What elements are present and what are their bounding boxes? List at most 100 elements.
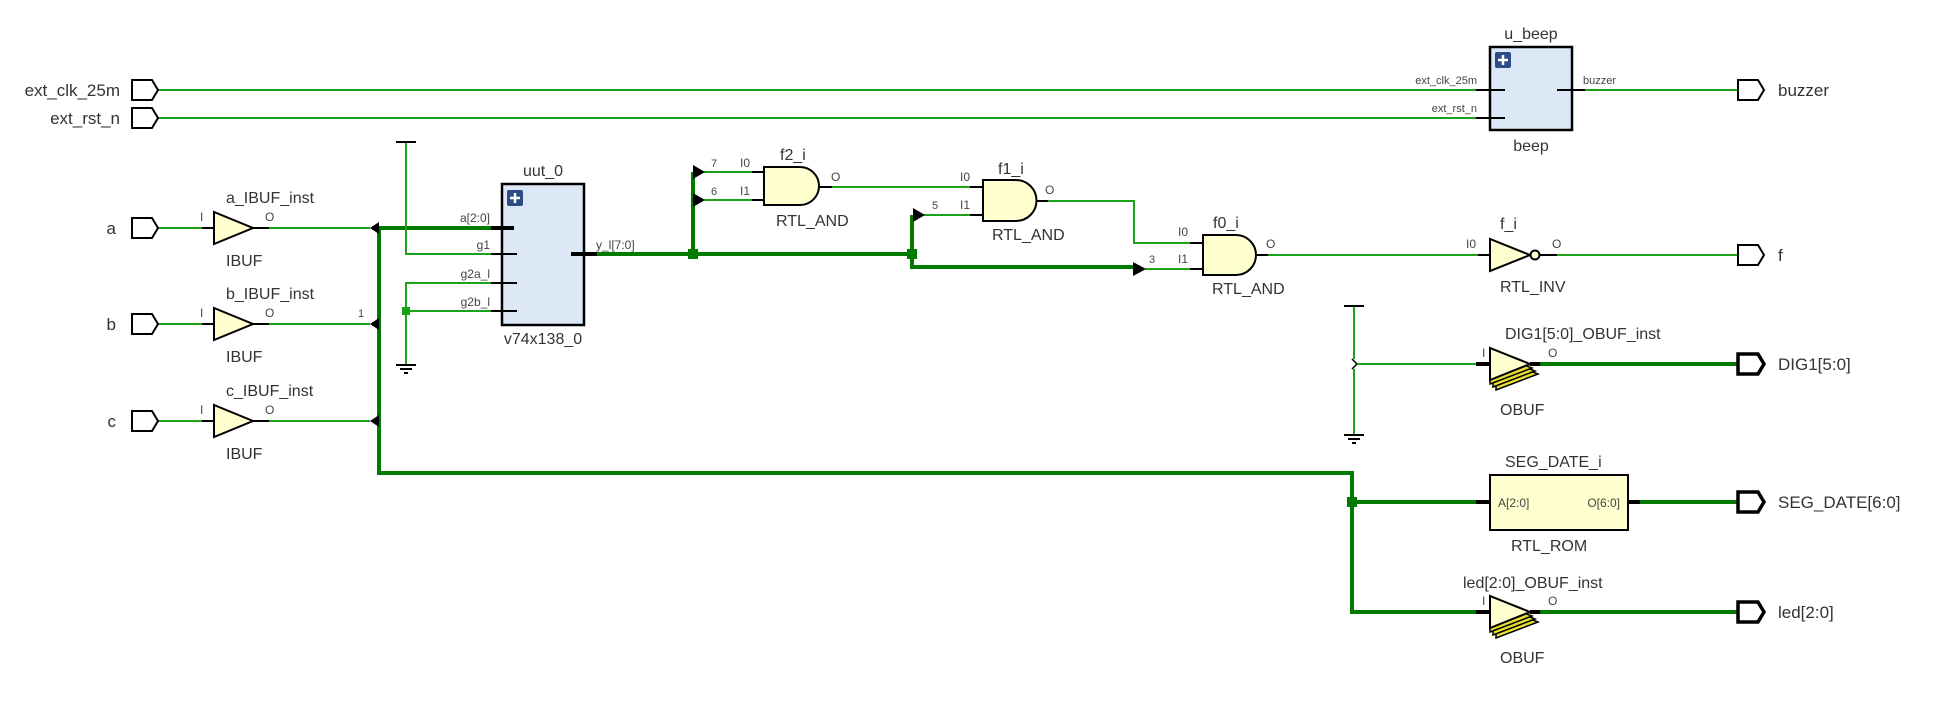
inverter-f-i[interactable]: f_i I0 O RTL_INV xyxy=(1466,216,1566,296)
input-port-icon xyxy=(131,313,160,335)
pin-label: a[2:0] xyxy=(460,211,490,225)
output-port-dig1[interactable]: DIG1[5:0] xyxy=(1736,352,1851,376)
output-port-f[interactable]: f xyxy=(1737,244,1783,266)
net-junction xyxy=(402,307,410,315)
bus-tap-index: 1 xyxy=(358,308,364,320)
bus-tap-index: 6 xyxy=(711,186,717,198)
cell-type: v74x138_0 xyxy=(504,331,582,348)
pin-label: O xyxy=(265,403,274,417)
port-label: DIG1[5:0] xyxy=(1778,355,1851,374)
output-port-led[interactable]: led[2:0] xyxy=(1736,600,1834,624)
rom-block xyxy=(1489,474,1629,531)
instance-name: b_IBUF_inst xyxy=(226,286,315,303)
pin-label: I xyxy=(1482,594,1485,608)
decoder-uut-0[interactable]: uut_0 a[2:0] g1 g2a_l g2b_l y_l[7:0] v74… xyxy=(460,163,635,348)
pin-label: I1 xyxy=(740,184,750,198)
bus-abc[interactable] xyxy=(377,228,1476,614)
bus-tap-arrow-icon xyxy=(693,193,705,207)
pin-label: I xyxy=(200,403,203,417)
obuf-dig1[interactable]: DIG1[5:0]_OBUF_inst I O OBUF xyxy=(1476,326,1661,419)
input-port-b[interactable]: b xyxy=(107,313,160,335)
port-label: a xyxy=(107,219,117,238)
expand-plus-icon[interactable] xyxy=(507,190,523,206)
pin-label: I xyxy=(1482,346,1485,360)
port-label: b xyxy=(107,315,116,334)
ibuf-b[interactable]: b_IBUF_inst I O 1 IBUF xyxy=(200,286,364,366)
input-port-c[interactable]: c xyxy=(108,410,160,432)
buffer-icon xyxy=(213,306,256,342)
pin-label: O xyxy=(831,170,840,184)
rom-seg-date-i[interactable]: SEG_DATE_i A[2:0] O[6:0] RTL_ROM xyxy=(1476,454,1640,555)
pin-label: O[6:0] xyxy=(1587,496,1620,510)
instance-name: u_beep xyxy=(1504,26,1557,43)
ground-icon xyxy=(396,364,416,374)
cell-type: RTL_AND xyxy=(992,227,1065,244)
bus-y-l-tap-f0[interactable] xyxy=(910,254,1133,269)
instance-name: DIG1[5:0]_OBUF_inst xyxy=(1505,326,1661,343)
buffer-icon xyxy=(213,403,256,439)
port-label: c xyxy=(108,412,117,431)
pin-label: I1 xyxy=(1178,252,1188,266)
output-port-icon xyxy=(1736,600,1767,624)
pin-label: I0 xyxy=(740,156,750,170)
pin-label: O xyxy=(1045,183,1054,197)
and-gate-f0-i[interactable]: f0_i 3 I0 I1 O RTL_AND xyxy=(1149,215,1285,298)
ibuf-a[interactable]: a_IBUF_inst I O IBUF xyxy=(200,190,315,270)
bus-tap-index: 5 xyxy=(932,200,938,212)
bus-junction xyxy=(688,249,698,259)
bus-tap-arrow-icon xyxy=(370,318,379,330)
output-port-buzzer[interactable]: buzzer xyxy=(1737,79,1829,101)
cell-type: RTL_AND xyxy=(776,213,849,230)
cell-type: IBUF xyxy=(226,446,263,463)
beep-u-beep[interactable]: u_beep ext_clk_25m ext_rst_n buzzer beep xyxy=(1415,26,1616,155)
port-label: ext_rst_n xyxy=(50,109,120,128)
pin-label: A[2:0] xyxy=(1498,496,1529,510)
port-label: SEG_DATE[6:0] xyxy=(1778,493,1901,512)
output-port-seg-date[interactable]: SEG_DATE[6:0] xyxy=(1736,490,1901,514)
pin-label: buzzer xyxy=(1583,75,1616,87)
pin-label: O xyxy=(1552,237,1561,251)
bus-tap-arrow-icon xyxy=(370,415,379,427)
bus-tap-arrow-icon xyxy=(693,165,705,179)
instance-name: f_i xyxy=(1500,216,1517,233)
instance-name: f0_i xyxy=(1213,215,1239,232)
and-gate-f2-i[interactable]: f2_i 7 6 I0 I1 O RTL_AND xyxy=(711,147,849,230)
pin-label: g2b_l xyxy=(461,295,490,309)
instance-name: uut_0 xyxy=(523,163,563,180)
net-g1-vcc[interactable] xyxy=(405,143,491,255)
output-port-icon xyxy=(1737,244,1766,266)
pin-label: O xyxy=(1548,594,1557,608)
and-gate-f1-i[interactable]: f1_i 5 I0 I1 O RTL_AND xyxy=(932,161,1065,244)
output-port-icon xyxy=(1736,490,1767,514)
input-port-a[interactable]: a xyxy=(107,217,160,239)
bus-junction xyxy=(907,249,917,259)
bus-junction xyxy=(1347,497,1357,507)
pin-label: I xyxy=(200,306,203,320)
pin-label: O xyxy=(265,210,274,224)
bus-ripper-icon xyxy=(1351,358,1359,370)
port-label: led[2:0] xyxy=(1778,603,1834,622)
input-port-ext-clk-25m[interactable]: ext_clk_25m xyxy=(25,79,160,101)
bus-tap-arrow-icon xyxy=(913,208,925,222)
buffer-icon xyxy=(213,210,256,246)
instance-name: SEG_DATE_i xyxy=(1505,454,1602,471)
net-g2a-gnd[interactable] xyxy=(405,282,491,364)
obuf-led[interactable]: led[2:0]_OBUF_inst I O OBUF xyxy=(1463,575,1603,667)
cell-type: RTL_INV xyxy=(1500,279,1566,296)
pin-label: I0 xyxy=(960,170,970,184)
input-port-icon xyxy=(131,217,160,239)
input-port-ext-rst-n[interactable]: ext_rst_n xyxy=(50,107,160,129)
pin-label: O xyxy=(1548,346,1557,360)
port-label: buzzer xyxy=(1778,81,1829,100)
bus-tap-index: 7 xyxy=(711,158,717,170)
net-f1-out[interactable] xyxy=(1048,200,1190,244)
pin-label: ext_rst_n xyxy=(1432,103,1477,115)
cell-type: OBUF xyxy=(1500,402,1545,419)
ibuf-c[interactable]: c_IBUF_inst I O IBUF xyxy=(200,383,314,463)
obuf-stack-icon xyxy=(1489,594,1541,640)
instance-name: led[2:0]_OBUF_inst xyxy=(1463,575,1603,592)
bus-tap-arrow-icon xyxy=(1133,262,1146,276)
expand-plus-icon[interactable] xyxy=(1495,52,1511,68)
and-gate-icon xyxy=(763,166,820,206)
